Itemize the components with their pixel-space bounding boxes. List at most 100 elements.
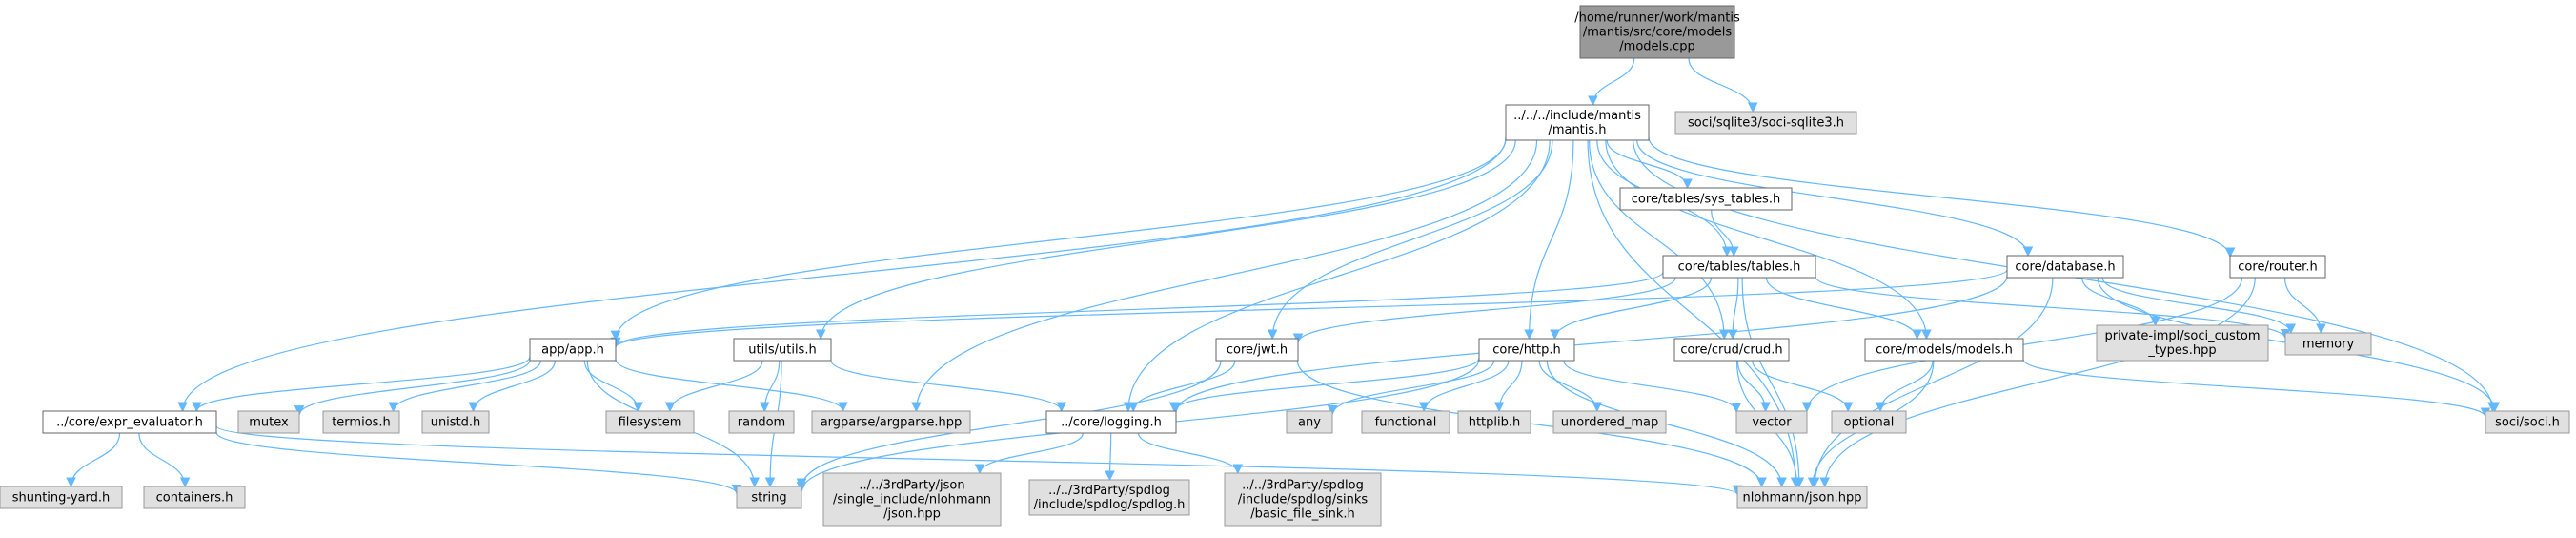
- node-random: random: [728, 410, 795, 434]
- node-label-line: unistd.h: [431, 416, 481, 430]
- node-vector: vector: [1735, 410, 1808, 434]
- node-label-line: termios.h: [332, 416, 391, 430]
- edge-models_cpp-to-soci_sqlite3: [1688, 57, 1758, 114]
- node-box: [1579, 5, 1735, 59]
- edge-http_h-to-functional: [1418, 360, 1510, 413]
- node-box: [1662, 255, 1816, 279]
- node-box: [1736, 486, 1868, 509]
- edge-layer: [66, 57, 2501, 496]
- node-router-h[interactable]: core/router.h: [2229, 255, 2326, 279]
- edge-tables_h-to-models_h: [1765, 277, 1922, 341]
- node-label-line: unordered_map: [1561, 416, 1659, 430]
- node-mantis-h[interactable]: ../../../include/mantis/mantis.h: [1505, 104, 1650, 141]
- node-label-line: mutex: [249, 416, 289, 430]
- node-soci-sqlite3: soci/sqlite3/soci-sqlite3.h: [1674, 111, 1857, 134]
- edge-mantis_h-to-sys_tables: [1606, 139, 1693, 190]
- node-models-h[interactable]: core/models/models.h: [1864, 338, 2024, 362]
- node-box: [1224, 472, 1382, 527]
- node-label-line: /include/spdlog/spdlog.h: [1034, 498, 1186, 512]
- edge-crud_h-to-vector: [1736, 360, 1771, 413]
- node-app-h[interactable]: app/app.h: [529, 338, 617, 362]
- node-label-line: core/jwt.h: [1227, 343, 1288, 358]
- node-functional: functional: [1361, 410, 1450, 434]
- node-box: [822, 472, 1002, 527]
- edge-sys_tables-to-tables_h: [1711, 209, 1739, 258]
- node-box: [1552, 410, 1667, 434]
- node-argparse: argparse/argparse.hpp: [811, 410, 971, 434]
- node-label-line: string: [751, 491, 786, 506]
- edge-mantis_h-to-expr_eval: [177, 136, 1507, 413]
- node-box: [2485, 410, 2570, 434]
- node-box: [1831, 410, 1907, 434]
- edge-expr_eval-to-shunting_yard: [66, 432, 121, 488]
- node-crud-h[interactable]: core/crud/crud.h: [1673, 338, 1790, 362]
- node-jwt-h[interactable]: core/jwt.h: [1215, 338, 1299, 362]
- edge-models_h-to-optional: [1875, 360, 1934, 413]
- edge-tables_h-to-http_h: [1550, 277, 1713, 341]
- edge-mantis_h-to-http_h: [1524, 139, 1574, 341]
- node-label-line: core/database.h: [2015, 260, 2115, 275]
- node-label-line: core/router.h: [2238, 260, 2317, 275]
- edge-models_h-to-soci_h: [2022, 359, 2491, 419]
- edge-http_h-to-unordered_map: [1538, 360, 1603, 413]
- node-box: [605, 410, 695, 434]
- node-label-line: core/tables/sys_tables.h: [1632, 193, 1780, 207]
- node-box: [2229, 255, 2326, 279]
- edge-http_h-to-httplib: [1493, 360, 1523, 413]
- node-box: [736, 486, 802, 509]
- edge-expr_eval-to-nlohmann_json: [215, 425, 1742, 496]
- node-label-line: containers.h: [156, 491, 233, 506]
- node-label-line: core/tables/tables.h: [1678, 260, 1801, 275]
- node-label-line: ../../3rdParty/spdlog: [1242, 479, 1364, 493]
- node-basic-file-sink: ../../3rdParty/spdlog/include/spdlog/sin…: [1224, 472, 1382, 527]
- node-sys-tables[interactable]: core/tables/sys_tables.h: [1619, 187, 1793, 211]
- node-label-line: ../../3rdParty/spdlog: [1048, 484, 1170, 498]
- edge-mantis_h-to-database_h: [1636, 139, 2034, 258]
- node-box: [1673, 338, 1790, 362]
- node-box: [143, 486, 246, 509]
- node-label-line: random: [738, 416, 785, 430]
- edge-router_h-to-vector: [1801, 277, 2243, 413]
- node-logging-h[interactable]: ../core/logging.h: [1045, 410, 1177, 434]
- node-containers: containers.h: [143, 486, 246, 509]
- edge-router_h-to-nlohmann_json: [1819, 277, 2256, 488]
- node-expr-eval[interactable]: ../core/expr_evaluator.h: [42, 410, 217, 434]
- node-termios: termios.h: [322, 410, 400, 434]
- node-box: [811, 410, 971, 434]
- node-json-single: ../../3rdParty/json/single_include/nlohm…: [822, 472, 1002, 527]
- edge-http_h-to-logging_h: [1168, 357, 1480, 413]
- node-label-line: ../core/logging.h: [1061, 416, 1162, 430]
- node-label-line: private-impl/soci_custom: [2104, 329, 2260, 343]
- node-box: [733, 338, 832, 362]
- edge-expr_eval-to-string: [215, 431, 742, 495]
- edge-mantis_h-to-utils_h: [815, 139, 1516, 341]
- node-box: [1478, 338, 1575, 362]
- node-box: [1286, 410, 1333, 434]
- node-any: any: [1286, 410, 1333, 434]
- edge-expr_eval-to-containers: [138, 432, 191, 488]
- node-private-impl: private-impl/soci_custom_types.hpp: [2096, 324, 2269, 362]
- node-box: [2006, 255, 2124, 279]
- node-http-h[interactable]: core/http.h: [1478, 338, 1575, 362]
- node-utils-h[interactable]: utils/utils.h: [733, 338, 832, 362]
- node-httplib: httplib.h: [1457, 410, 1531, 434]
- edge-jwt_h-to-string: [796, 360, 1222, 489]
- node-database-h[interactable]: core/database.h: [2006, 255, 2124, 279]
- node-label-line: any: [1298, 416, 1321, 430]
- node-box: [1735, 410, 1808, 434]
- node-box: [1457, 410, 1531, 434]
- node-label-line: vector: [1752, 416, 1792, 430]
- edge-utils_h-to-random: [759, 360, 781, 413]
- node-spdlog-h: ../../3rdParty/spdlog/include/spdlog/spd…: [1028, 479, 1190, 516]
- node-tables-h[interactable]: core/tables/tables.h: [1662, 255, 1816, 279]
- edge-tables_h-to-crud_h: [1727, 277, 1739, 341]
- node-box: [1045, 410, 1177, 434]
- node-label-line: core/http.h: [1492, 343, 1561, 358]
- node-label-line: app/app.h: [541, 343, 604, 358]
- node-box: [1864, 338, 2024, 362]
- node-nlohmann-json: nlohmann/json.hpp: [1736, 486, 1868, 509]
- edge-database_h-to-nlohmann_json: [1809, 277, 2054, 488]
- edge-utils_h-to-filesystem: [664, 360, 763, 413]
- node-box: [1361, 410, 1450, 434]
